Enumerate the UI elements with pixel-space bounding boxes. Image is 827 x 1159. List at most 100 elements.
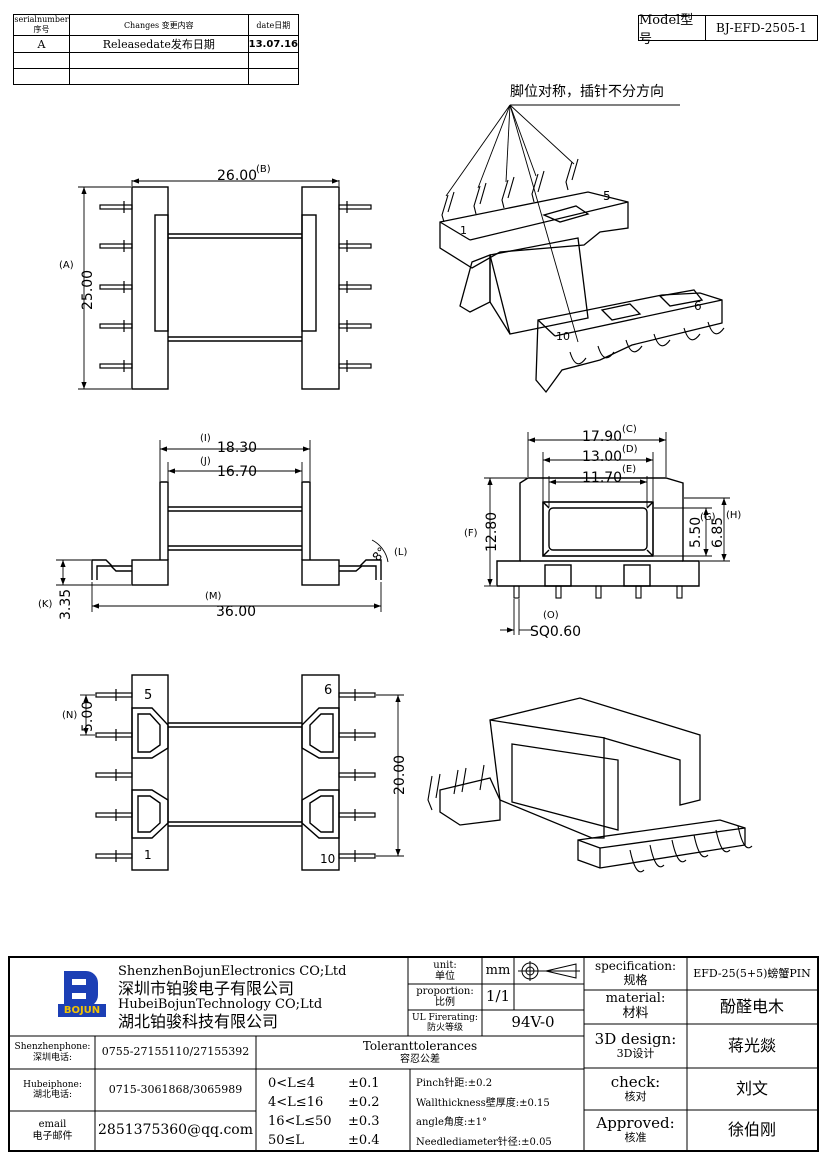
dim-l-ref: (L): [394, 547, 407, 558]
dim-h-ref: (H): [726, 510, 741, 521]
tol-note: Wallthickness壁厚度:±0.15: [416, 1097, 550, 1109]
material-label: material:材料: [605, 991, 666, 1021]
tol-value: ±0.2: [348, 1095, 380, 1110]
proportion-label: proportion:比例: [416, 985, 474, 1009]
dim-c: 17.90: [582, 429, 622, 445]
tol-note: angle角度:±1°: [416, 1117, 488, 1128]
end-view: [496, 477, 700, 599]
tol-value: ±0.1: [348, 1076, 380, 1091]
proportion-value: 1/1: [485, 987, 511, 1006]
approved-value: 徐伯刚: [727, 1119, 776, 1139]
design-value: 蒋光燚: [727, 1035, 776, 1055]
isometric-view-bottom: [427, 697, 753, 873]
unit-value: mm: [485, 962, 511, 978]
tol-range: 4<L≤16: [268, 1095, 324, 1110]
dim-d: 13.00: [582, 449, 622, 465]
pin-label-6: 6: [324, 683, 332, 698]
tolerance-notes: Pinch针距:±0.2 Wallthickness壁厚度:±0.15 angl…: [416, 1074, 552, 1152]
design-label: 3D design:3D设计: [594, 1030, 677, 1061]
tol-value: ±0.4: [348, 1133, 380, 1148]
technical-drawing: 脚位对称，插针不分方向 26.00 (B) (A) 25.00 (I) 18.3…: [38, 84, 753, 873]
pin-label-10: 10: [320, 852, 335, 866]
iso-pin-label-10: 10: [556, 330, 570, 343]
sz-phone: 0755-27155110/27155392: [101, 1045, 250, 1059]
hb-phone-label: Hubeiphone:湖北电话:: [23, 1079, 82, 1100]
top-view: [99, 186, 372, 390]
pin-label-1: 1: [144, 848, 152, 862]
dim-j: 16.70: [217, 464, 257, 480]
iso-pin-label-1: 1: [460, 224, 467, 237]
dim-h: 6.85: [710, 517, 726, 548]
dim-c-ref: (C): [622, 424, 637, 435]
rev-cell: Releasedate发布日期: [68, 35, 249, 53]
ul-value: 94V-0: [511, 1013, 555, 1032]
title-block-grid: [10, 958, 817, 1150]
company-cn-2: 湖北铂骏科技有限公司: [118, 1012, 279, 1031]
dim-top-width: 26.00: [217, 168, 257, 184]
hb-phone: 0715-3061868/3065989: [108, 1082, 243, 1096]
dim-n: 5.00: [80, 701, 96, 732]
dim-j-ref: (J): [200, 456, 211, 467]
tol-note: Needlediameter针径:±0.05: [416, 1136, 552, 1148]
dim-g-ref: (G): [700, 512, 716, 523]
dim-m: 36.00: [216, 604, 256, 620]
tol-range: 16<L≤50: [268, 1114, 332, 1129]
revision-table: serialnumber序号 Changes 变更内容 date日期 A Rel…: [13, 14, 300, 85]
dim-g: 5.50: [688, 517, 704, 548]
dim-k: 3.35: [58, 589, 74, 620]
dim-top-height-ref: (A): [59, 260, 74, 271]
company-cn-1: 深圳市铂骏电子有限公司: [118, 979, 295, 998]
dim-d-ref: (D): [622, 444, 638, 455]
dim-i-ref: (I): [200, 433, 211, 444]
model-box: Model型号 BJ-EFD-2505-1: [638, 13, 818, 47]
company-en-2: HubeiBojunTechnology CO;Ltd: [118, 997, 323, 1012]
rev-cell: [247, 68, 300, 85]
dim-top-height: 25.00: [80, 270, 96, 310]
tolerance-ranges: 0<L≤4 4<L≤16 16<L≤50 50≤L: [268, 1074, 332, 1150]
iso-pin-label-5: 5: [603, 189, 611, 203]
logo-text: BOJUN: [58, 1004, 106, 1017]
dim-o: SQ0.60: [530, 624, 581, 640]
tol-range: 0<L≤4: [268, 1076, 315, 1091]
rev-cell: [13, 68, 70, 85]
bottom-view: [95, 674, 376, 871]
title-block: BOJUN ShenzhenBojunElectronics CO;Ltd 深圳…: [8, 956, 819, 1152]
unit-label: unit:单位: [433, 959, 457, 983]
approved-label: Approved:核准: [596, 1114, 675, 1145]
dim-l: 8°: [370, 544, 389, 563]
sz-phone-label: Shenzhenphone:深圳电话:: [14, 1042, 91, 1063]
tol-value: ±0.3: [348, 1114, 380, 1129]
email-value: 2851375360@qq.com: [98, 1122, 253, 1139]
company-names: ShenzhenBojunElectronics CO;Ltd 深圳市铂骏电子有…: [118, 964, 346, 1030]
dim-e-ref: (E): [622, 464, 636, 475]
spec-value: EFD-25(5+5)螃蟹PIN: [693, 966, 811, 980]
dim-o-ref: (O): [543, 610, 559, 621]
dim-i: 18.30: [217, 440, 257, 456]
material-value: 酚醛电木: [719, 996, 784, 1016]
dim-f: 12.80: [484, 512, 500, 552]
symmetry-note: 脚位对称，插针不分方向: [510, 84, 664, 100]
company-en-1: ShenzhenBojunElectronics CO;Ltd: [118, 964, 347, 979]
check-value: 刘文: [735, 1078, 768, 1098]
tol-note: Pinch针距:±0.2: [416, 1078, 493, 1089]
side-view: [91, 481, 382, 586]
dim-top-width-ref: (B): [256, 164, 271, 175]
dim-m-ref: (M): [205, 591, 222, 602]
pin-label-5: 5: [144, 688, 152, 703]
iso-pin-label-6: 6: [694, 299, 702, 313]
dim-k-ref: (K): [38, 599, 52, 610]
dim-n-ref: (N): [62, 710, 77, 721]
model-value: BJ-EFD-2505-1: [716, 21, 807, 35]
ul-label: UL Firerating:防火等级: [412, 1012, 478, 1033]
company-logo: BOJUN: [58, 971, 106, 1017]
tolerance-values: ±0.1 ±0.2 ±0.3 ±0.4: [348, 1074, 380, 1150]
tol-range: 50≤L: [268, 1133, 305, 1148]
dim-f-ref: (F): [464, 528, 478, 539]
check-label: check:核对: [610, 1073, 661, 1104]
dim-e: 11.70: [582, 470, 622, 486]
isometric-view-top: [439, 158, 725, 394]
spec-label: specification:规格: [594, 959, 677, 987]
dim-bottom-height: 20.00: [392, 755, 408, 795]
